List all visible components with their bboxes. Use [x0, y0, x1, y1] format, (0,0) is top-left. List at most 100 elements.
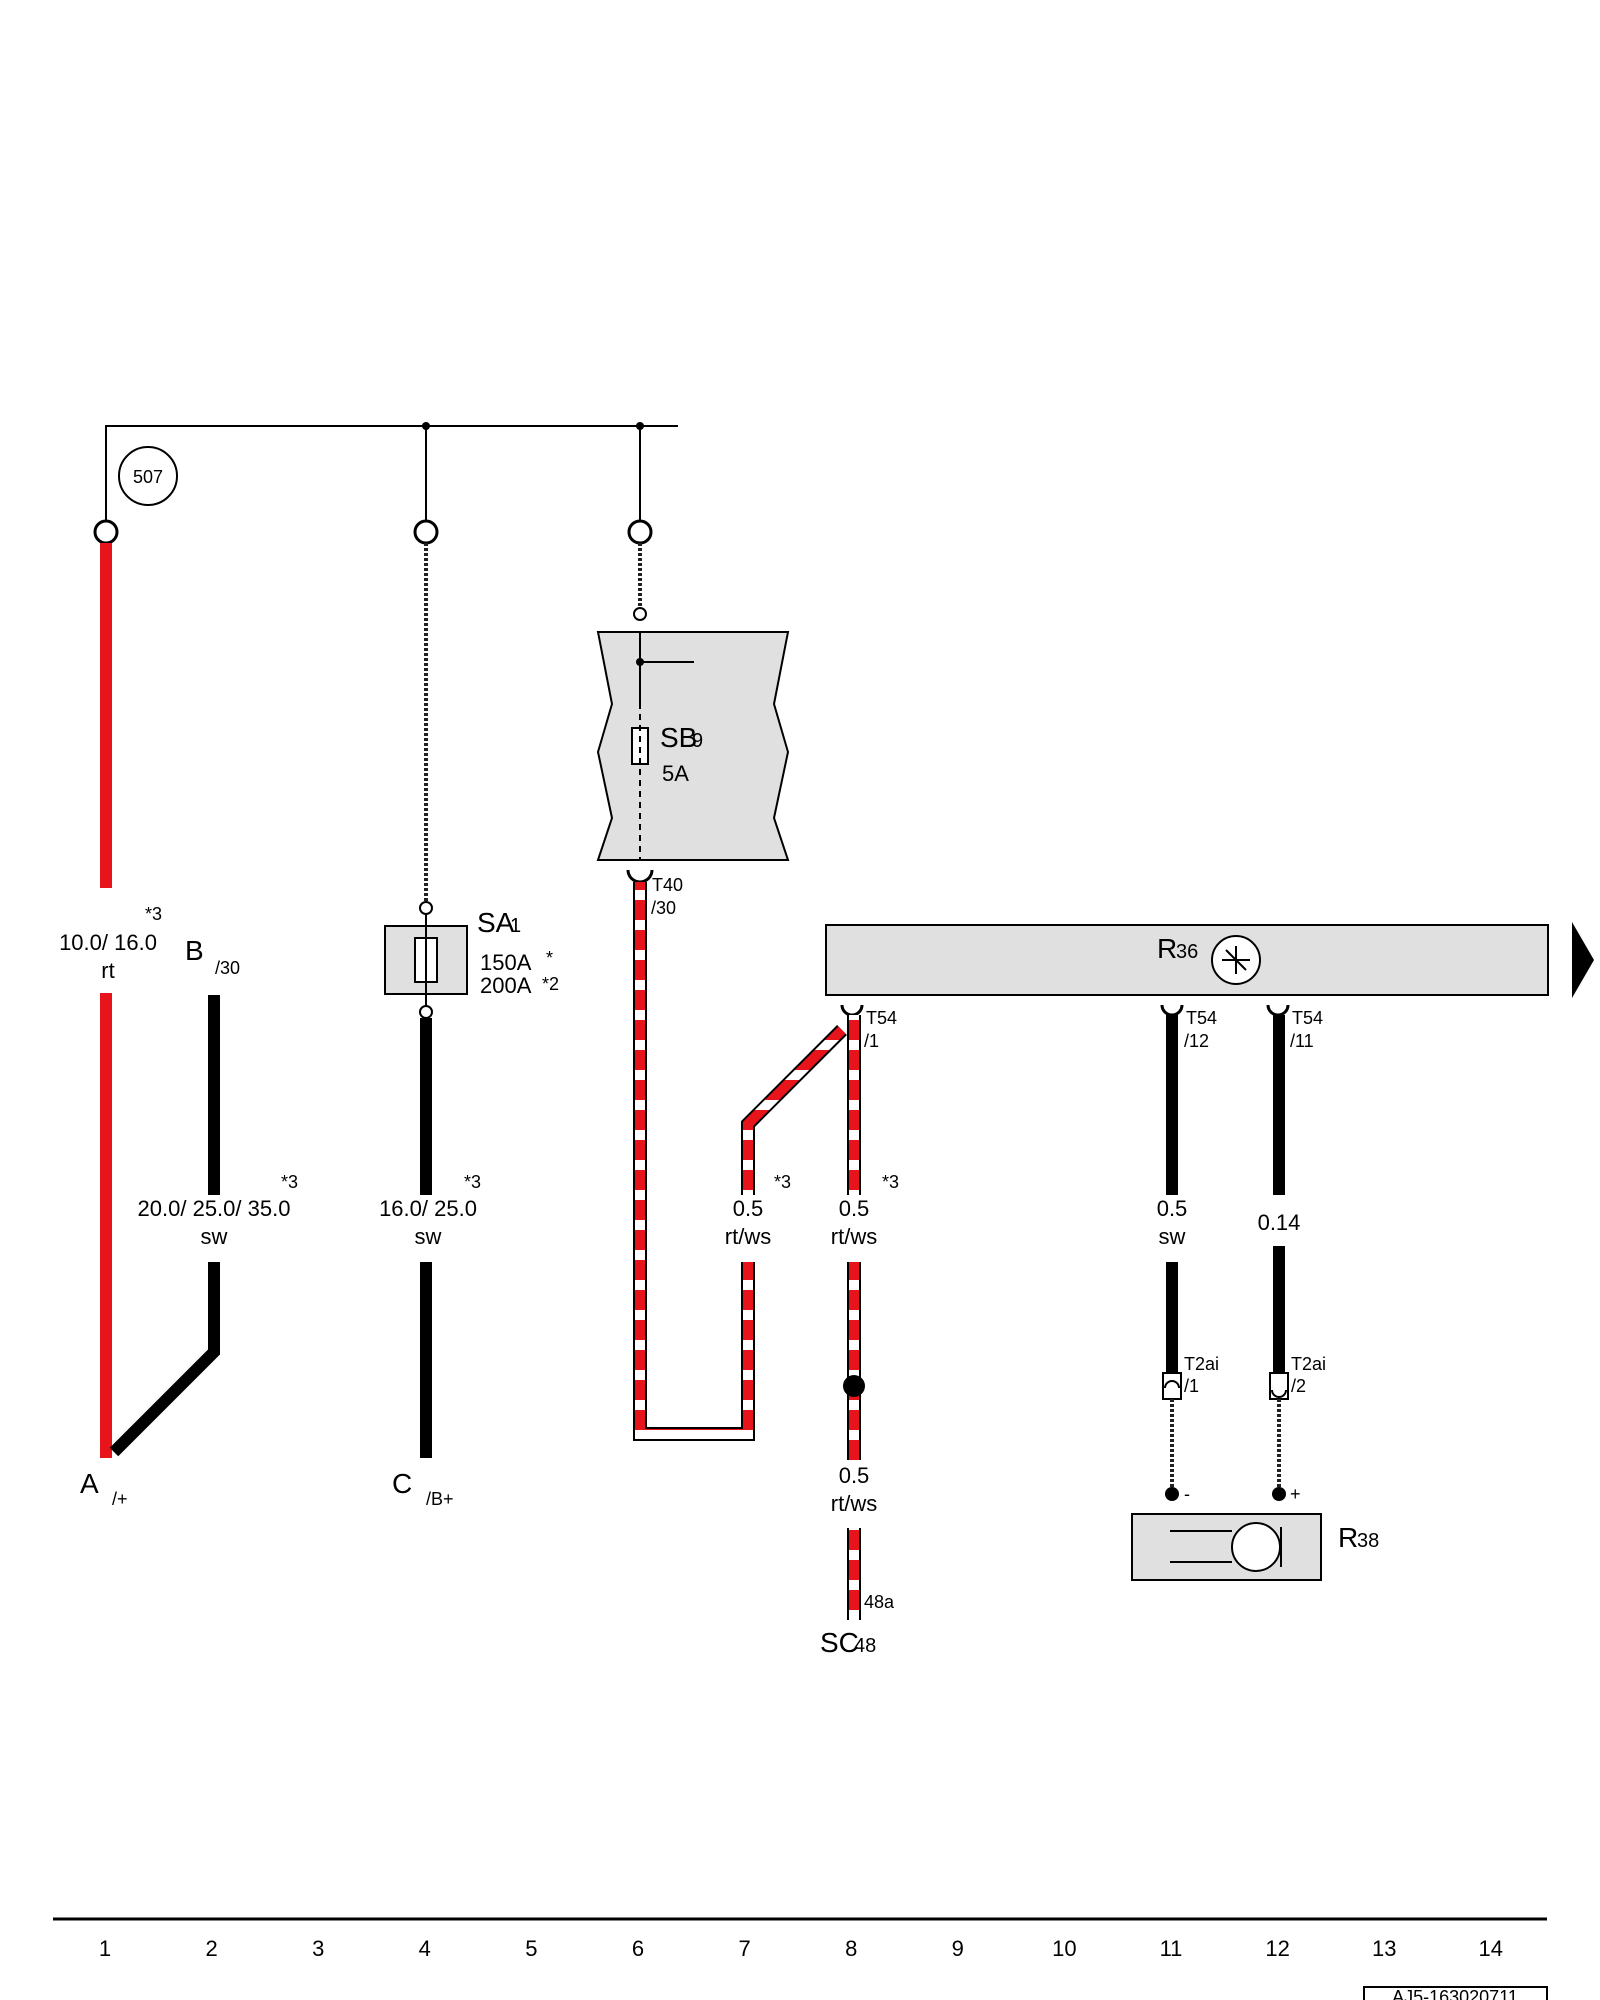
wire-color: sw: [201, 1224, 228, 1249]
wire-col2-black: *3 20.0/ 25.0/ 35.0 sw: [109, 995, 298, 1457]
column-number: 12: [1265, 1936, 1289, 1961]
antenna-symbol-stroke: [1225, 949, 1247, 971]
wire-segment: [1273, 1015, 1285, 1195]
connector-C-pin: /B+: [426, 1489, 454, 1509]
wire-outline: [633, 882, 755, 1441]
wire-size: 20.0/ 25.0/ 35.0: [138, 1196, 291, 1221]
component-R36-box: [825, 924, 1549, 996]
fuse-SA1-label: SA: [477, 907, 515, 938]
pin-dot: [1272, 1487, 1286, 1501]
component-R38-index: 38: [1357, 1530, 1379, 1552]
terminal-col6: [627, 519, 653, 545]
wire-segment: [420, 1018, 432, 1195]
wire-color: rt/ws: [831, 1491, 877, 1516]
fuse-rating: 200A: [480, 973, 532, 998]
footer-code: AJ5-163020711: [1363, 1986, 1548, 2000]
wire-segment: [100, 993, 112, 1458]
connector-T2ai-pin: /1: [1184, 1376, 1199, 1396]
wire-segment: [208, 995, 220, 1195]
pin-polarity-minus: -: [1184, 1484, 1190, 1504]
column-number: 4: [419, 1936, 431, 1961]
bus-junction-dot: [422, 422, 430, 430]
component-R36-label: R: [1157, 933, 1177, 964]
splice-dot: [843, 1375, 865, 1397]
connector-T54-label: T54: [1186, 1008, 1217, 1028]
column-number: 8: [845, 1936, 857, 1961]
wire-note: *3: [464, 1172, 481, 1192]
pin-polarity-plus: +: [1290, 1484, 1301, 1504]
connector-T2ai-label: T2ai: [1291, 1354, 1326, 1374]
ground-point-circle: [118, 446, 178, 506]
fuse-SB9-index: 9: [692, 730, 703, 752]
ground-point-507: 507: [118, 446, 178, 506]
connector-T2ai-label: T2ai: [1184, 1354, 1219, 1374]
connector-B-label: B: [185, 935, 204, 966]
connector-T54-pin: /11: [1290, 1031, 1314, 1051]
wire-note: *3: [145, 904, 162, 924]
top-bus: [105, 422, 678, 532]
connector-C-label: C: [392, 1468, 412, 1499]
wire-col1-red: *3 10.0/ 16.0 rt: [59, 543, 162, 1458]
connector-T40-label: T40: [652, 875, 683, 895]
connector-socket: [1164, 1380, 1180, 1389]
connector-B-pin: /30: [215, 958, 240, 978]
connector-T54-label: T54: [1292, 1008, 1323, 1028]
column-number: 10: [1052, 1936, 1076, 1961]
bus-line: [105, 425, 678, 532]
connector-T54-label: T54: [866, 1008, 897, 1028]
connector-T40-icon: [626, 869, 654, 884]
column-number: 11: [1160, 1936, 1183, 1961]
fuse-rating: 5A: [662, 761, 689, 786]
wire-segment: [1166, 1262, 1178, 1372]
wire-note: *3: [774, 1172, 791, 1192]
column-number: 6: [632, 1936, 644, 1961]
column-number: 2: [205, 1936, 217, 1961]
wire-size: 16.0/ 25.0: [379, 1196, 477, 1221]
wire-color: rt/ws: [831, 1224, 877, 1249]
connector-T54-12-icon: [1160, 1004, 1184, 1017]
column-number: 13: [1372, 1936, 1396, 1961]
fuse-rating: 150A: [480, 950, 532, 975]
wire-node: [633, 607, 647, 621]
column-number: 9: [952, 1936, 964, 1961]
wire-segment: [109, 1262, 220, 1457]
wire-node: [419, 1005, 433, 1019]
component-R38-box: [1131, 1513, 1322, 1581]
component-R38: R 38: [1131, 1513, 1379, 1581]
wire-segment: [420, 1262, 432, 1458]
wire-col12: 0.14 T2ai /2 +: [1258, 1015, 1326, 1504]
column-number: 3: [312, 1936, 324, 1961]
wire-color: sw: [415, 1224, 442, 1249]
wire-size: 0.5: [733, 1196, 764, 1221]
wire-segment: [1273, 1246, 1285, 1372]
connector-T2ai-pin: /2: [1291, 1376, 1306, 1396]
wire-segment: [100, 543, 112, 888]
bus-junction-dot: [636, 422, 644, 430]
fuse-note: *2: [542, 974, 559, 994]
fuse-SA1-index: 1: [510, 915, 521, 937]
connector-T54-1-icon: [840, 1004, 864, 1017]
column-number: 7: [738, 1936, 750, 1961]
fuse-note: *: [546, 948, 553, 968]
wire-note: *3: [281, 1172, 298, 1192]
ground-point-label: 507: [133, 467, 163, 487]
pin-dot: [1165, 1487, 1179, 1501]
component-R38-label: R: [1338, 1522, 1358, 1553]
terminal-col4: [413, 519, 439, 545]
wire-col4: SA 1 150A * 200A *2 *3 16.0/ 25.0 sw: [379, 543, 559, 1458]
connector-A-pin: /+: [112, 1489, 128, 1509]
connector-T40-pin: /30: [651, 898, 676, 918]
wire-rt-ws-col7: [743, 1026, 846, 1195]
wire-note: *3: [882, 1172, 899, 1192]
fuse-SC48-label: SC: [820, 1627, 859, 1658]
wire-size: 10.0/ 16.0: [59, 930, 157, 955]
component-R36: R 36: [825, 922, 1594, 998]
connector-T2ai-2-icon: [1269, 1372, 1289, 1400]
column-number: 5: [525, 1936, 537, 1961]
fuse-SB9-label: SB: [660, 722, 697, 753]
connector-pin: [1271, 1389, 1287, 1398]
wire-node: [419, 901, 433, 915]
wire-size: 0.14: [1258, 1210, 1301, 1235]
connector-T54-pin: /1: [864, 1031, 879, 1051]
